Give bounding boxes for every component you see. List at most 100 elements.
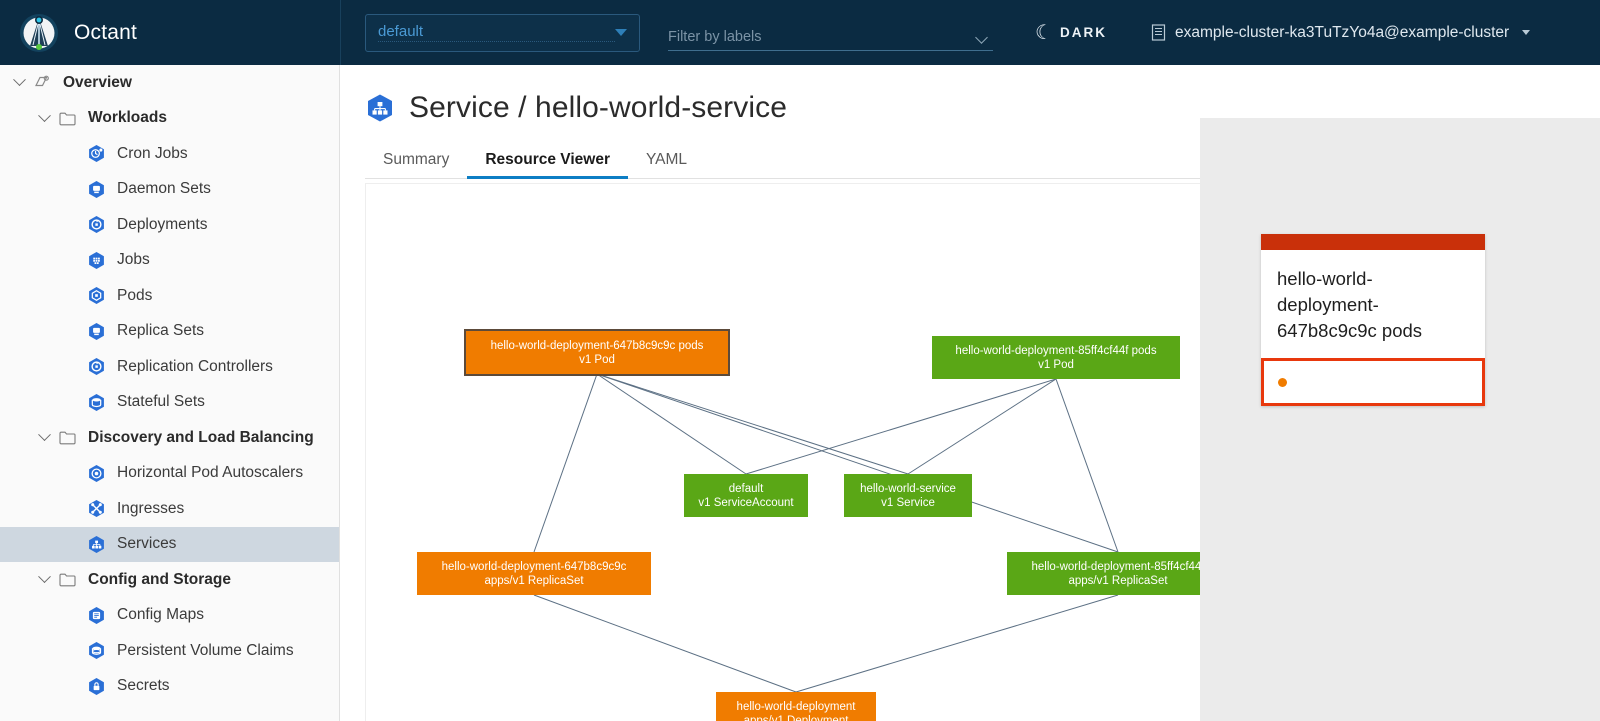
k8s-pvc-icon	[84, 641, 109, 660]
k8s-statefulset-icon	[84, 393, 109, 412]
top-bar: Octant default Filter by labels DARK exa…	[0, 0, 1600, 65]
brand[interactable]: Octant	[0, 0, 340, 65]
k8s-hpa-icon	[84, 464, 109, 483]
sidebar-item-daemon-sets[interactable]: Daemon Sets	[0, 172, 339, 208]
sidebar-item-persistent-volume-claims[interactable]: Persistent Volume Claims	[0, 633, 339, 669]
sidebar-item-ingresses[interactable]: Ingresses	[0, 491, 339, 527]
graph-edge	[596, 373, 909, 475]
sidebar-item-label: Deployments	[117, 215, 208, 233]
chevron-down-icon	[1522, 30, 1531, 35]
theme-toggle[interactable]: DARK	[1035, 25, 1107, 41]
sidebar-item-stateful-sets[interactable]: Stateful Sets	[0, 385, 339, 421]
sidebar-item-label: Pods	[117, 286, 153, 304]
k8s-daemonset-icon	[84, 180, 109, 199]
label-filter[interactable]: Filter by labels	[668, 15, 993, 51]
status-dot-icon	[1278, 377, 1287, 387]
sidebar-item-jobs[interactable]: Jobs	[0, 243, 339, 279]
sidebar-item-label: Overview	[63, 73, 132, 91]
sidebar-item-cron-jobs[interactable]: Cron Jobs	[0, 136, 339, 172]
graph-node-kind: v1 ServiceAccount	[698, 496, 794, 509]
graph-edge	[596, 373, 1119, 553]
k8s-ingress-icon	[84, 499, 109, 518]
tab-yaml[interactable]: YAML	[645, 151, 688, 168]
namespace-select[interactable]: default	[365, 13, 640, 52]
tab-bar[interactable]: Summary Resource Viewer YAML	[365, 145, 1540, 179]
sidebar-item-label: Services	[117, 535, 177, 553]
sidebar-item-pods[interactable]: Pods	[0, 278, 339, 314]
detail-card-title: hello-world-deployment-647b8c9c9c pods	[1277, 268, 1423, 341]
overview-icon	[30, 74, 55, 91]
k8s-job-icon	[84, 251, 109, 270]
folder-icon	[55, 430, 80, 445]
detail-card-accent-bar	[1261, 234, 1485, 250]
sidebar-item-replication-controllers[interactable]: Replication Controllers	[0, 349, 339, 385]
sidebar-item-services[interactable]: Services	[0, 526, 339, 562]
graph-edge	[533, 373, 598, 553]
k8s-deployment-icon	[84, 215, 109, 234]
graph-node-title: hello-world-deployment-85ff4cf44f pods	[955, 344, 1157, 357]
k8s-pod-icon	[84, 286, 109, 305]
tab-resource-viewer[interactable]: Resource Viewer	[467, 145, 628, 179]
topbar-divider	[340, 0, 341, 65]
chevron-down-icon[interactable]	[33, 109, 55, 123]
folder-icon	[55, 572, 80, 587]
namespace-value: default	[378, 23, 615, 42]
graph-edge	[907, 378, 1057, 475]
k8s-secret-icon	[84, 677, 109, 696]
graph-edge	[533, 594, 797, 693]
detail-card-body	[1261, 358, 1485, 406]
sidebar-item-label: Discovery and Load Balancing	[88, 428, 314, 446]
chevron-down-icon	[976, 33, 989, 41]
sidebar-item-label: Config Maps	[117, 606, 205, 624]
sidebar-item-deployments[interactable]: Deployments	[0, 207, 339, 243]
sidebar-item-workloads[interactable]: Workloads	[0, 101, 339, 137]
sidebar-item-overview[interactable]: Overview	[0, 65, 339, 101]
sidebar-item-label: Workloads	[88, 109, 167, 127]
brand-name: Octant	[74, 20, 138, 44]
chevron-down-icon[interactable]	[8, 73, 30, 87]
k8s-cronjob-icon	[84, 144, 109, 163]
chevron-down-icon	[615, 29, 627, 36]
graph-edge	[795, 594, 1119, 693]
graph-node-kind: v1 Pod	[1038, 358, 1074, 371]
sidebar-item-label: Ingresses	[117, 499, 185, 517]
k8s-service-icon	[84, 535, 109, 554]
sidebar-item-config-and-storage[interactable]: Config and Storage	[0, 562, 339, 598]
octant-lighthouse-logo-icon	[18, 12, 60, 54]
theme-toggle-label: DARK	[1060, 25, 1107, 40]
graph-node-title: hello-world-service	[860, 482, 956, 495]
sidebar-item-label: Replication Controllers	[117, 357, 273, 375]
sidebar-item-config-maps[interactable]: Config Maps	[0, 598, 339, 634]
sidebar-item-replica-sets[interactable]: Replica Sets	[0, 314, 339, 350]
cluster-picker[interactable]: example-cluster-ka3TuTzYo4a@example-clus…	[1151, 23, 1531, 42]
tab-summary[interactable]: Summary	[383, 151, 450, 168]
cluster-name: example-cluster-ka3TuTzYo4a@example-clus…	[1175, 23, 1510, 41]
graph-node-kind: v1 Pod	[579, 353, 615, 366]
k8s-rc-icon	[84, 357, 109, 376]
sidebar-item-label: Daemon Sets	[117, 180, 211, 198]
chevron-down-icon[interactable]	[33, 428, 55, 442]
chevron-down-icon[interactable]	[33, 570, 55, 584]
sidebar-item-horizontal-pod-autoscalers[interactable]: Horizontal Pod Autoscalers	[0, 456, 339, 492]
page-title: Service / hello-world-service	[409, 91, 788, 124]
sidebar-item-discovery-and-load-balancing[interactable]: Discovery and Load Balancing	[0, 420, 339, 456]
page-header: Service / hello-world-service	[341, 65, 1600, 125]
graph-node-title: hello-world-deployment	[736, 700, 856, 713]
graph-edge	[745, 378, 1057, 475]
sidebar-item-secrets[interactable]: Secrets	[0, 669, 339, 705]
k8s-replicaset-icon	[84, 322, 109, 341]
graph-edge	[596, 373, 747, 475]
detail-panel-column: hello-world-deployment-647b8c9c9c pods	[1200, 118, 1600, 721]
sidebar-item-label: Persistent Volume Claims	[117, 641, 294, 659]
cluster-icon	[1151, 24, 1166, 41]
sidebar-item-label: Cron Jobs	[117, 144, 188, 162]
detail-card[interactable]: hello-world-deployment-647b8c9c9c pods	[1261, 234, 1485, 406]
